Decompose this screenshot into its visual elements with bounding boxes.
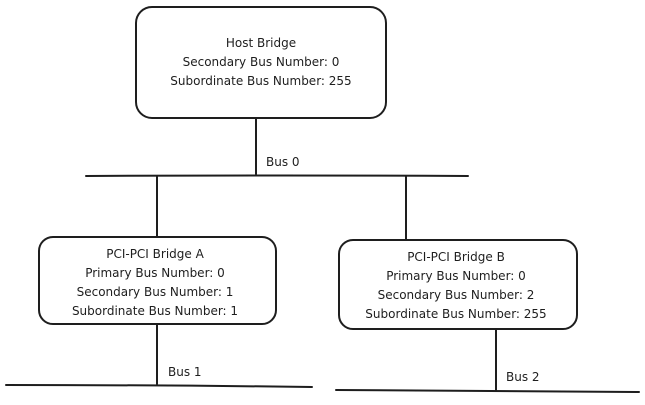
host-bridge-box [135, 6, 387, 119]
bridge-b-node: PCI-PCI Bridge B Primary Bus Number: 0 S… [338, 239, 578, 330]
bus-0-label: Bus 0 [266, 155, 300, 169]
bus-2-line [335, 389, 640, 393]
bridge-b-secondary: Secondary Bus Number: 2 [378, 288, 535, 302]
bridge-a-subordinate: Subordinate Bus Number: 1 [72, 304, 238, 318]
bridge-b-subordinate: Subordinate Bus Number: 255 [365, 307, 546, 321]
host-bridge-title: Host Bridge [226, 36, 296, 50]
bus-1-line [5, 384, 313, 388]
host-bridge-subordinate: Subordinate Bus Number: 255 [170, 74, 351, 88]
bus-1-label: Bus 1 [168, 365, 202, 379]
bridge-a-node: PCI-PCI Bridge A Primary Bus Number: 0 S… [38, 236, 277, 325]
bridge-b-box [338, 239, 578, 330]
bridge-b-primary: Primary Bus Number: 0 [386, 269, 526, 283]
bridge-b-title: PCI-PCI Bridge B [407, 250, 505, 264]
bus-0-line [85, 174, 469, 177]
host-bridge-secondary: Secondary Bus Number: 0 [183, 55, 340, 69]
bus-2-label: Bus 2 [506, 370, 540, 384]
bridge-a-title: PCI-PCI Bridge A [106, 247, 204, 261]
host-bridge-node: Host Bridge Secondary Bus Number: 0 Subo… [135, 6, 387, 119]
bridge-a-secondary: Secondary Bus Number: 1 [77, 285, 234, 299]
bridge-a-primary: Primary Bus Number: 0 [85, 266, 225, 280]
